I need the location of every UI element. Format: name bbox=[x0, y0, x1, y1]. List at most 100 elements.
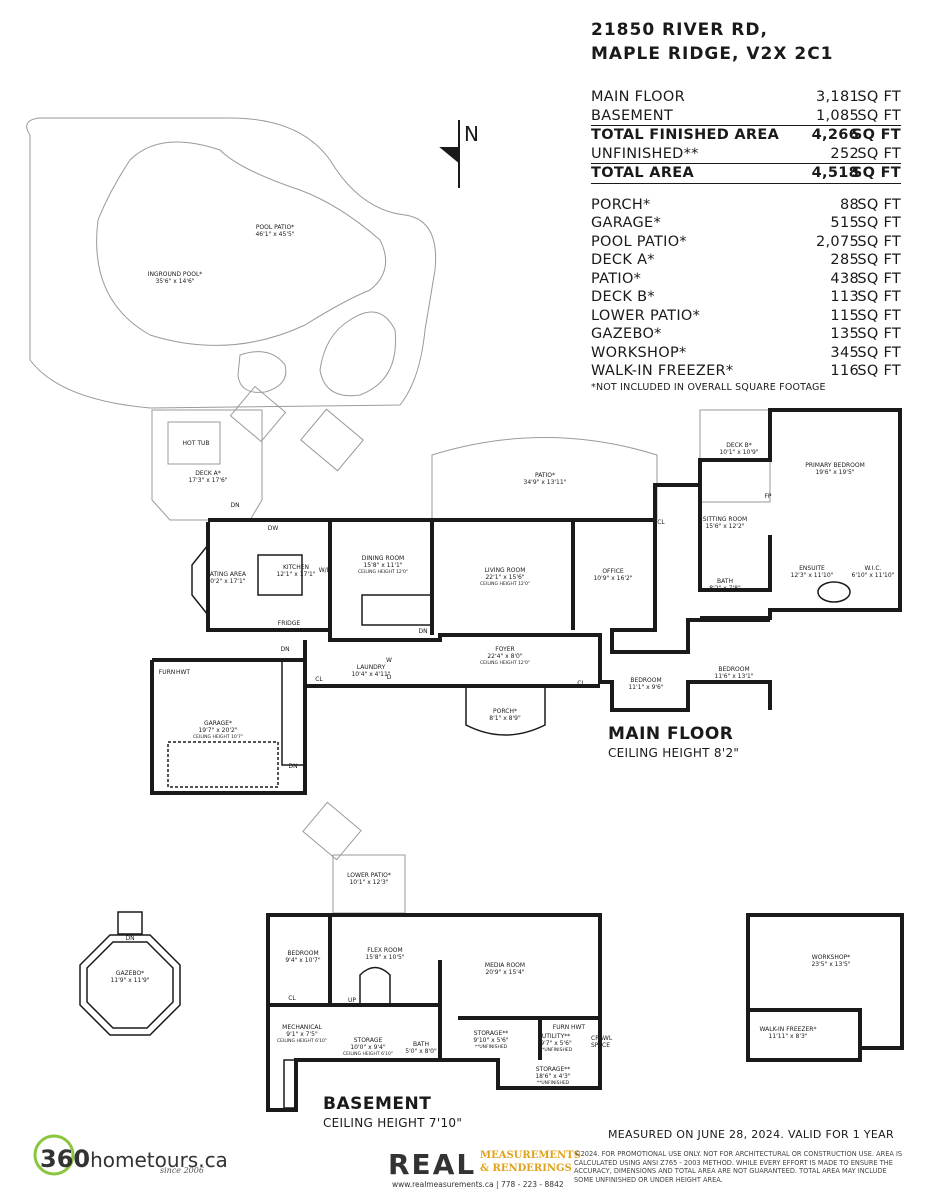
room-label-gazebo: GAZEBO*11'9" x 11'9" bbox=[110, 970, 150, 984]
fixture-dn-garage: DN bbox=[280, 646, 290, 653]
fixture-dn-main: DN bbox=[418, 628, 428, 635]
main-floor-title: MAIN FLOOR bbox=[608, 724, 734, 744]
fixture-cl-2: CL bbox=[731, 616, 739, 623]
area-name: UNFINISHED** bbox=[591, 145, 699, 162]
area-unit: SQ FT bbox=[857, 233, 901, 250]
foyer-walls bbox=[303, 640, 600, 688]
area-unit: SQ FT bbox=[857, 196, 901, 213]
area-unit: SQ FT bbox=[857, 363, 901, 379]
area-value: 345 bbox=[830, 344, 859, 361]
ensuite-tub bbox=[817, 581, 851, 603]
basement-stair bbox=[283, 1059, 297, 1109]
room-label-inground-pool: INGROUND POOL*35'6" x 14'6" bbox=[147, 271, 203, 285]
fixture-fp: FP bbox=[764, 493, 772, 500]
room-label-hot-tub: HOT TUB bbox=[182, 440, 210, 447]
freezer-walls bbox=[746, 1010, 862, 1062]
area-value: 2,075 bbox=[815, 233, 859, 250]
pool-lobe-1 bbox=[319, 311, 397, 397]
pool-lobe-2 bbox=[237, 351, 287, 393]
address-line-2: MAPLE RIDGE, V2X 2C1 bbox=[591, 44, 834, 64]
fixture-dn-deck: DN bbox=[230, 502, 240, 509]
contact-info: www.realmeasurements.ca | 778 - 223 - 88… bbox=[392, 1180, 564, 1189]
garage-door bbox=[167, 741, 279, 788]
basement-title: BASEMENT bbox=[323, 1094, 432, 1114]
logo-text: hometours.ca bbox=[90, 1148, 228, 1172]
basement-inner bbox=[268, 915, 600, 1060]
gazebo-stair bbox=[117, 911, 143, 935]
compass-label: N bbox=[464, 122, 479, 146]
room-label-storage-unfinished-2: STORAGE**18'6" x 4'3"**UNFINISHED bbox=[535, 1066, 571, 1086]
logo-since: since 2006 bbox=[160, 1166, 204, 1175]
area-unit: SQ FT bbox=[857, 270, 901, 287]
room-label-patio: PATIO*34'9" x 13'11" bbox=[523, 472, 567, 486]
area-unit: SQ FT bbox=[857, 107, 901, 124]
garage-walls bbox=[150, 658, 307, 795]
lower-stair bbox=[302, 801, 362, 861]
measured-date: MEASURED ON JUNE 28, 2024. VALID FOR 1 Y… bbox=[608, 1128, 894, 1141]
area-name: BASEMENT bbox=[591, 107, 674, 124]
area-name: PORCH* bbox=[591, 196, 651, 213]
measurements-renderings: MEASUREMENTS & RENDERINGS bbox=[480, 1149, 581, 1175]
fixture-dn-garage-2: DN bbox=[288, 763, 298, 770]
fixture-wd: W/D bbox=[318, 567, 332, 574]
area-value: 4,266 bbox=[811, 127, 859, 143]
basement-walls bbox=[266, 913, 602, 1112]
eating-bay bbox=[191, 544, 209, 616]
fixture-up: UP bbox=[347, 997, 357, 1004]
room-label-workshop: WORKSHOP*23'5" x 13'5" bbox=[811, 954, 851, 968]
area-name: WORKSHOP* bbox=[591, 344, 687, 361]
garage-stair bbox=[281, 659, 305, 766]
area-name: WALK-IN FREEZER* bbox=[591, 363, 734, 379]
area-name: MAIN FLOOR bbox=[591, 89, 685, 105]
room-label-deck-b: DECK B*10'1" x 10'9" bbox=[719, 442, 759, 456]
fixture-fridge: FRIDGE bbox=[277, 620, 301, 627]
room-label-crawl-space: CRAWL SPACE bbox=[591, 1035, 613, 1049]
main-floor-ceiling: CEILING HEIGHT 8'2" bbox=[608, 746, 740, 760]
area-name: GARAGE* bbox=[591, 215, 662, 231]
area-value: 252 bbox=[830, 145, 859, 162]
kitchen-island bbox=[257, 554, 303, 596]
room-label-walkin-freezer: WALK-IN FREEZER*11'11" x 8'3" bbox=[759, 1026, 817, 1040]
fixture-cl-laundry: CL bbox=[315, 676, 323, 683]
patio-outline bbox=[431, 437, 658, 520]
room-label-storage-unfinished-1: STORAGE**9'10" x 5'6"**UNFINISHED bbox=[473, 1030, 509, 1050]
room-label-wic: W.I.C.6'10" x 11'10" bbox=[851, 565, 895, 579]
area-name: DECK A* bbox=[591, 252, 655, 268]
fixture-cl-foyer: CL bbox=[577, 680, 585, 687]
hometours-logo: 360hometours.ca since 2006 bbox=[33, 1134, 228, 1176]
area-name: PATIO* bbox=[591, 270, 642, 287]
room-label-porch: PORCH*8'1" x 8'9" bbox=[489, 708, 521, 722]
area-name: LOWER PATIO* bbox=[591, 307, 701, 324]
fixture-dw: DW bbox=[267, 525, 279, 532]
area-value: 515 bbox=[830, 215, 859, 231]
fixture-cl-basement: CL bbox=[288, 995, 296, 1002]
area-value: 438 bbox=[830, 270, 859, 287]
room-label-garage: GARAGE*19'7" x 20'2"CEILING HEIGHT 10'7" bbox=[193, 720, 243, 740]
fixture-cl-3: CL bbox=[754, 616, 762, 623]
main-floor-walls-3 bbox=[328, 485, 772, 635]
main-stair bbox=[361, 594, 433, 626]
area-value: 115 bbox=[830, 307, 859, 324]
